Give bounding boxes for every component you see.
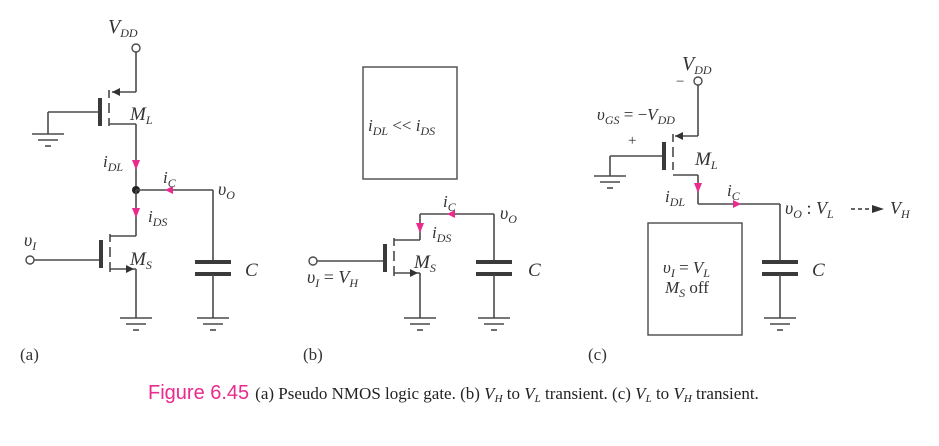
- panel-a: VDD ML iDL iC υO C iDS: [20, 16, 258, 364]
- plus-sign-c: +: [628, 133, 636, 149]
- vo-label-a: υO: [218, 179, 235, 202]
- ml-source-arrow-a: [112, 88, 120, 96]
- figure-number: Figure 6.45: [148, 382, 250, 404]
- ic-arrow-a: [165, 186, 173, 194]
- ms-off-box-c: [647, 222, 743, 336]
- vi-terminal-b: [308, 256, 318, 266]
- cap-label-c: C: [812, 260, 825, 281]
- ids-arrow-a: [132, 208, 140, 218]
- vdd-label-c: VDD: [682, 53, 712, 77]
- box-line1-c: υI = VL: [663, 258, 710, 280]
- ids-arrow-b: [416, 223, 424, 233]
- ml-label-c: ML: [694, 149, 718, 172]
- ms-source-arrow-a: [126, 265, 134, 273]
- cap-label-b: C: [528, 260, 541, 281]
- vdd-label-a: VDD: [108, 16, 138, 40]
- vgs-label-c: υGS = −VDD: [597, 105, 675, 127]
- ic-label-a: iC: [163, 168, 177, 190]
- ms-source-arrow-b: [410, 269, 418, 277]
- vdd-terminal-c: [693, 76, 703, 86]
- transition-arrowhead-c: [872, 205, 884, 213]
- vdd-terminal-a: [131, 43, 141, 53]
- ground-icon: [593, 175, 627, 189]
- vo-label-b: υO: [500, 203, 517, 226]
- box-line2-c: MS off: [664, 278, 709, 300]
- idl-arrow-c: [694, 183, 702, 193]
- vh-label-c: VH: [890, 198, 911, 221]
- idl-label-a: iDL: [103, 152, 123, 174]
- ids-label-b: iDS: [432, 223, 451, 245]
- ic-label-b: iC: [443, 192, 457, 214]
- ic-label-c: iC: [727, 181, 741, 203]
- idl-label-c: iDL: [665, 187, 685, 209]
- vi-label-b: υI = VH: [307, 267, 359, 290]
- idl-arrow-a: [132, 160, 140, 170]
- minus-sign-c: −: [676, 74, 684, 90]
- vo-label-c: υO : VL: [785, 198, 834, 221]
- panel-b: iDL << iDS iC υO iDS MS υI = VH C (b): [303, 66, 541, 364]
- panel-label-b: (b): [303, 345, 323, 364]
- ml-source-arrow-c: [675, 132, 683, 140]
- cap-label-a: C: [245, 260, 258, 281]
- ground-icon: [31, 133, 65, 147]
- equivalent-box-b: [362, 66, 458, 180]
- ground-icon: [196, 317, 230, 331]
- box-text-b: iDL << iDS: [368, 116, 435, 138]
- ground-icon: [763, 317, 797, 331]
- vi-terminal-a: [25, 255, 35, 265]
- caption-text: (a) Pseudo NMOS logic gate. (b) VH to VL…: [255, 384, 759, 405]
- vi-label-a: υI: [24, 230, 37, 253]
- panel-label-c: (c): [588, 345, 607, 364]
- figure-caption: Figure 6.45(a) Pseudo NMOS logic gate. (…: [148, 382, 759, 405]
- panel-c: VDD − υGS = −VDD + ML iDL iC υO : VL VH …: [588, 53, 911, 364]
- ms-label-a: MS: [129, 249, 152, 272]
- ic-arrow-b: [447, 210, 455, 218]
- ic-arrow-c: [733, 200, 741, 208]
- ml-label-a: ML: [129, 104, 153, 127]
- ground-icon: [477, 317, 511, 331]
- ms-label-b: MS: [413, 252, 436, 275]
- panel-label-a: (a): [20, 345, 39, 364]
- ids-label-a: iDS: [148, 207, 167, 229]
- ground-icon: [119, 317, 153, 331]
- ground-icon: [403, 317, 437, 331]
